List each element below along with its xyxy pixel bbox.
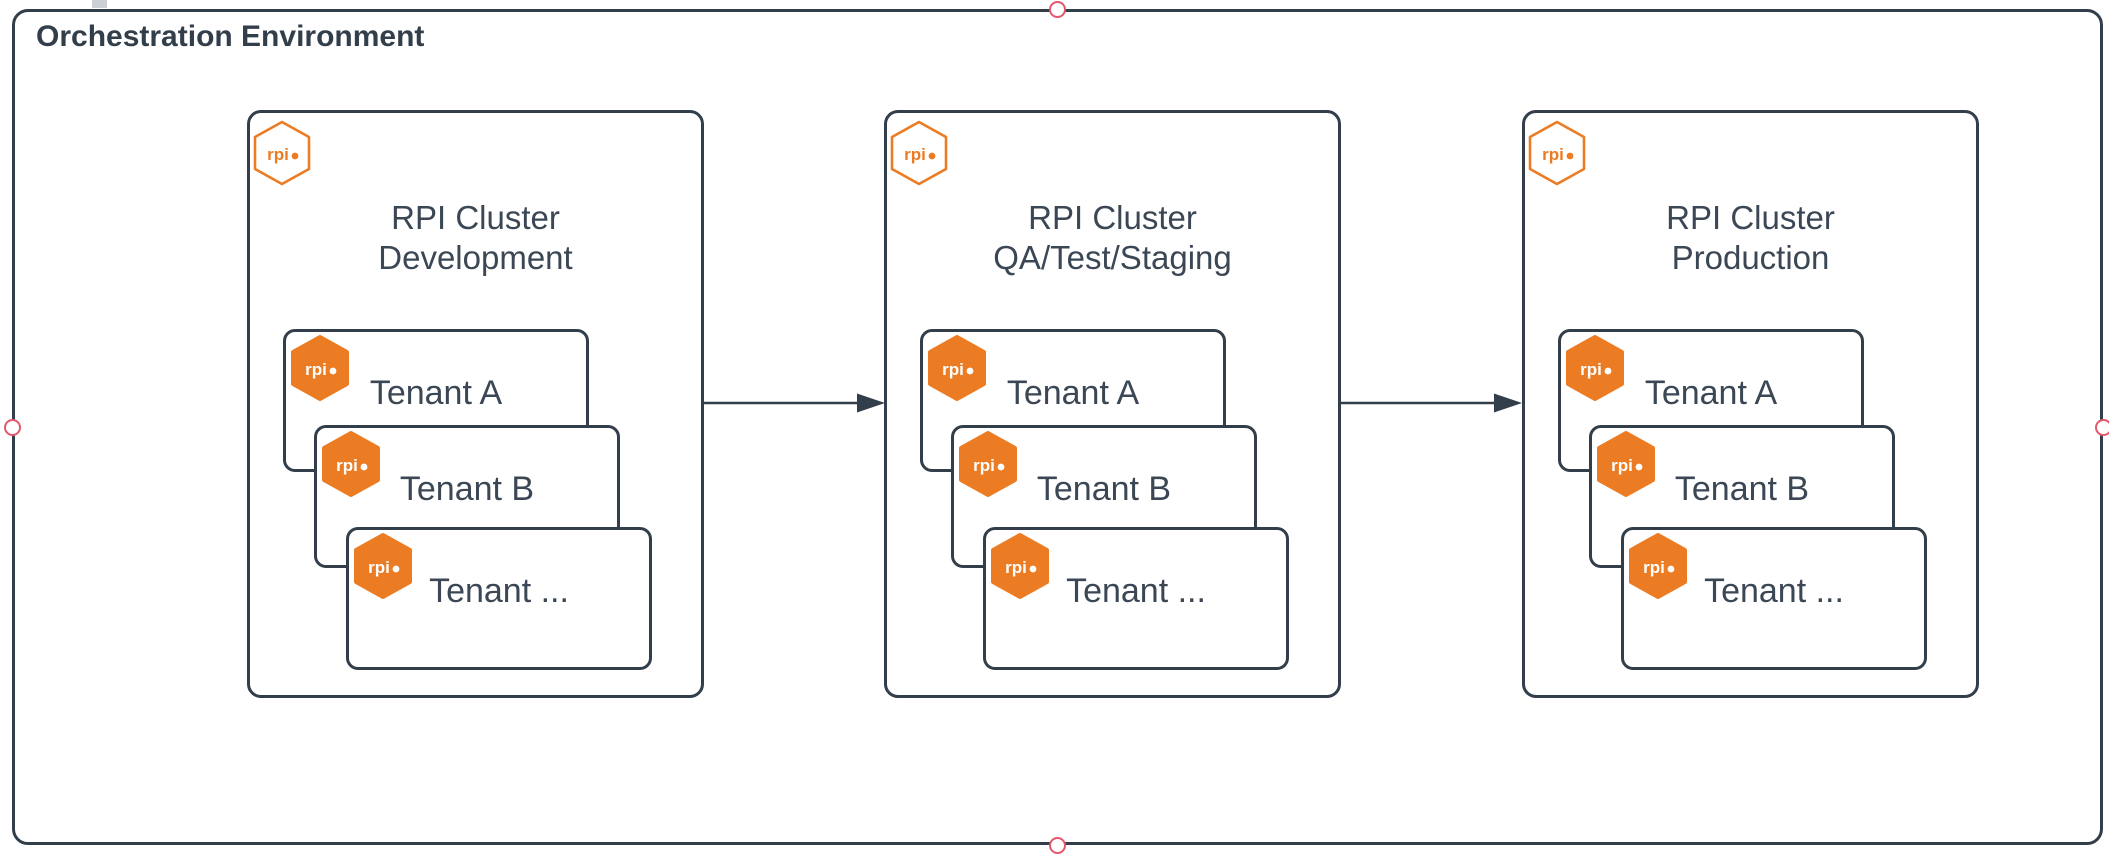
rpi-hexagon-outline-icon: rpi — [253, 120, 311, 186]
svg-text:rpi: rpi — [942, 360, 964, 379]
tenant-label: Tenant ... — [1066, 572, 1206, 610]
svg-text:rpi: rpi — [368, 558, 390, 577]
cluster-qa-test-staging-box[interactable]: rpi RPI Cluster QA/Test/Staging rpi Tena… — [884, 110, 1341, 698]
cluster-title-production: RPI Cluster Production — [1525, 198, 1976, 278]
cluster-title-line2: QA/Test/Staging — [993, 239, 1232, 276]
rpi-hexagon-icon: rpi — [959, 431, 1017, 497]
rpi-hexagon-icon: rpi — [991, 533, 1049, 599]
tenant-label: Tenant A — [1644, 374, 1778, 412]
rpi-hexagon-icon: rpi — [1566, 335, 1624, 401]
connection-handle-left[interactable] — [4, 419, 21, 436]
cluster-title-line2: Production — [1671, 239, 1830, 276]
tenant-label: Tenant ... — [1704, 572, 1844, 610]
rpi-hexagon-outline-icon: rpi — [1528, 120, 1586, 186]
rpi-hexagon-outline-icon: rpi — [890, 120, 948, 186]
svg-text:rpi: rpi — [1643, 558, 1665, 577]
cluster-title-development: RPI Cluster Development — [250, 198, 701, 278]
tenant-more-box[interactable]: rpi Tenant ... — [346, 527, 652, 670]
rpi-hexagon-icon: rpi — [928, 335, 986, 401]
rpi-hexagon-icon: rpi — [354, 533, 412, 599]
page-title: Orchestration Environment — [36, 20, 425, 53]
svg-text:rpi: rpi — [1542, 145, 1564, 164]
svg-text:rpi: rpi — [267, 145, 289, 164]
svg-text:rpi: rpi — [1005, 558, 1027, 577]
cluster-production-box[interactable]: rpi RPI Cluster Production rpi Tenant A … — [1522, 110, 1979, 698]
tenant-label: Tenant B — [399, 470, 535, 508]
connection-handle-top[interactable] — [1049, 1, 1066, 18]
cluster-title-qa-test-staging: RPI Cluster QA/Test/Staging — [887, 198, 1338, 278]
svg-text:rpi: rpi — [973, 456, 995, 475]
svg-text:rpi: rpi — [1580, 360, 1602, 379]
rpi-hexagon-icon: rpi — [1597, 431, 1655, 497]
rpi-hexagon-icon: rpi — [322, 431, 380, 497]
tenant-label: Tenant A — [369, 374, 503, 412]
tenant-more-box[interactable]: rpi Tenant ... — [983, 527, 1289, 670]
tenant-label: Tenant B — [1674, 470, 1810, 508]
cluster-title-line2: Development — [378, 239, 573, 276]
cluster-title-line1: RPI Cluster — [391, 199, 560, 236]
svg-text:rpi: rpi — [904, 145, 926, 164]
page-break-tick — [92, 0, 107, 8]
rpi-hexagon-icon: rpi — [1629, 533, 1687, 599]
connection-handle-right[interactable] — [2095, 419, 2109, 436]
rpi-hexagon-icon: rpi — [291, 335, 349, 401]
svg-text:rpi: rpi — [305, 360, 327, 379]
cluster-title-line1: RPI Cluster — [1666, 199, 1835, 236]
cluster-title-line1: RPI Cluster — [1028, 199, 1197, 236]
svg-text:rpi: rpi — [336, 456, 358, 475]
tenant-label: Tenant B — [1036, 470, 1172, 508]
arrow-development-to-qa[interactable] — [704, 391, 886, 415]
connection-handle-bottom[interactable] — [1049, 837, 1066, 854]
tenant-more-box[interactable]: rpi Tenant ... — [1621, 527, 1927, 670]
cluster-development-box[interactable]: rpi RPI Cluster Development rpi Tenant A… — [247, 110, 704, 698]
arrow-qa-to-production[interactable] — [1341, 391, 1523, 415]
svg-text:rpi: rpi — [1611, 456, 1633, 475]
tenant-label: Tenant A — [1006, 374, 1140, 412]
tenant-label: Tenant ... — [429, 572, 569, 610]
